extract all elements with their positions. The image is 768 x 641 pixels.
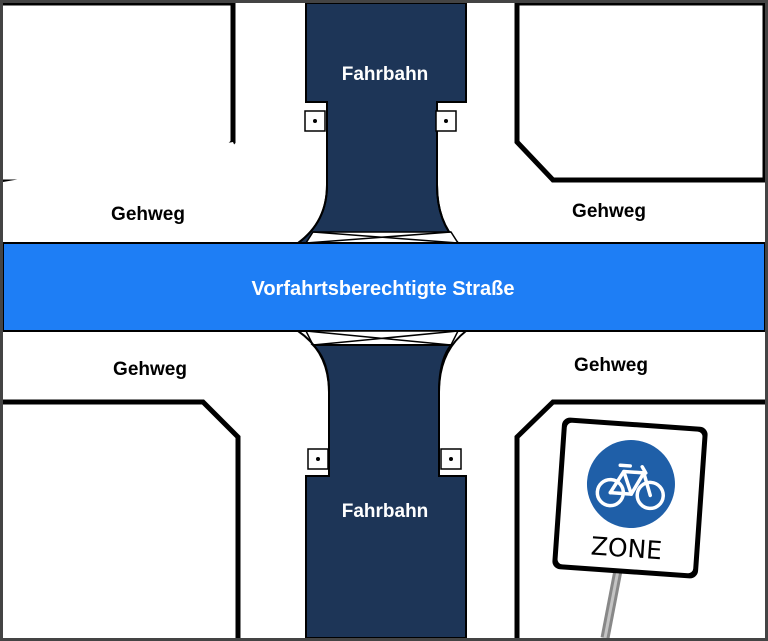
carriageway-top-label: Fahrbahn [342, 64, 429, 85]
priority-road-label: Vorfahrtsberechtigte Straße [251, 278, 514, 300]
sign-zone-text: ZONE [590, 531, 663, 565]
bollard-top-left [304, 110, 326, 132]
sidewalk-top-left-label: Gehweg [111, 204, 185, 225]
bollard-bottom-left [307, 448, 329, 470]
bollard-bottom-right [440, 448, 462, 470]
bollard-top-right [435, 110, 457, 132]
sidewalk-top-right-label: Gehweg [572, 201, 646, 222]
crossing-marking-top [304, 231, 460, 244]
sidewalk-bottom-right-label: Gehweg [574, 355, 648, 376]
block-bottom-right [514, 399, 765, 638]
carriageway-bottom-label: Fahrbahn [342, 501, 429, 522]
crossing-marking-bottom [304, 330, 460, 346]
block-bottom-left [3, 399, 241, 638]
bicycle-zone-sign: ZONE [552, 417, 708, 639]
bicycle-icon [595, 463, 665, 511]
sidewalk-bottom-left-label: Gehweg [113, 359, 187, 380]
